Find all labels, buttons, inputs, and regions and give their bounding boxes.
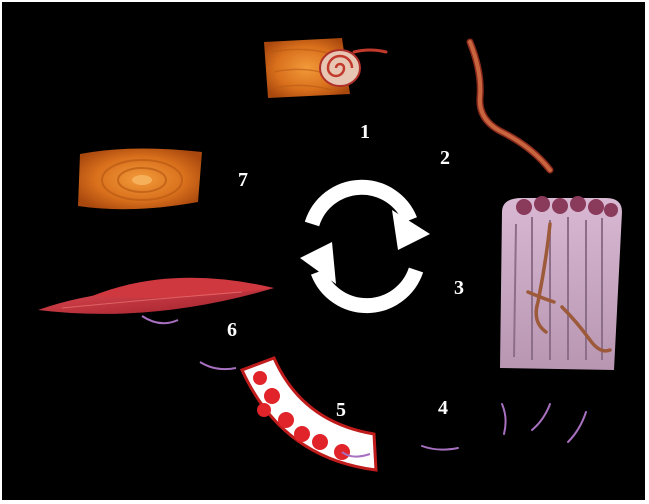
step-label-1: 1 bbox=[360, 122, 370, 142]
intestine-wall bbox=[500, 196, 622, 370]
step-label-2: 2 bbox=[440, 148, 450, 168]
step-label-5: 5 bbox=[336, 400, 346, 420]
diagram-canvas bbox=[2, 2, 645, 500]
step-label-6: 6 bbox=[227, 320, 237, 340]
nurse-cell-cyst bbox=[78, 148, 202, 209]
cycle-arrows-icon bbox=[300, 187, 430, 305]
lifecycle-diagram: 1 2 3 4 5 6 7 bbox=[2, 2, 645, 500]
released-worm bbox=[470, 42, 550, 170]
blood-vessel bbox=[200, 358, 376, 470]
step-label-3: 3 bbox=[454, 278, 464, 298]
step-label-7: 7 bbox=[238, 170, 248, 190]
encysted-larva-tissue bbox=[264, 38, 386, 98]
step-label-4: 4 bbox=[438, 398, 448, 418]
muscle-fiber bbox=[38, 278, 274, 323]
